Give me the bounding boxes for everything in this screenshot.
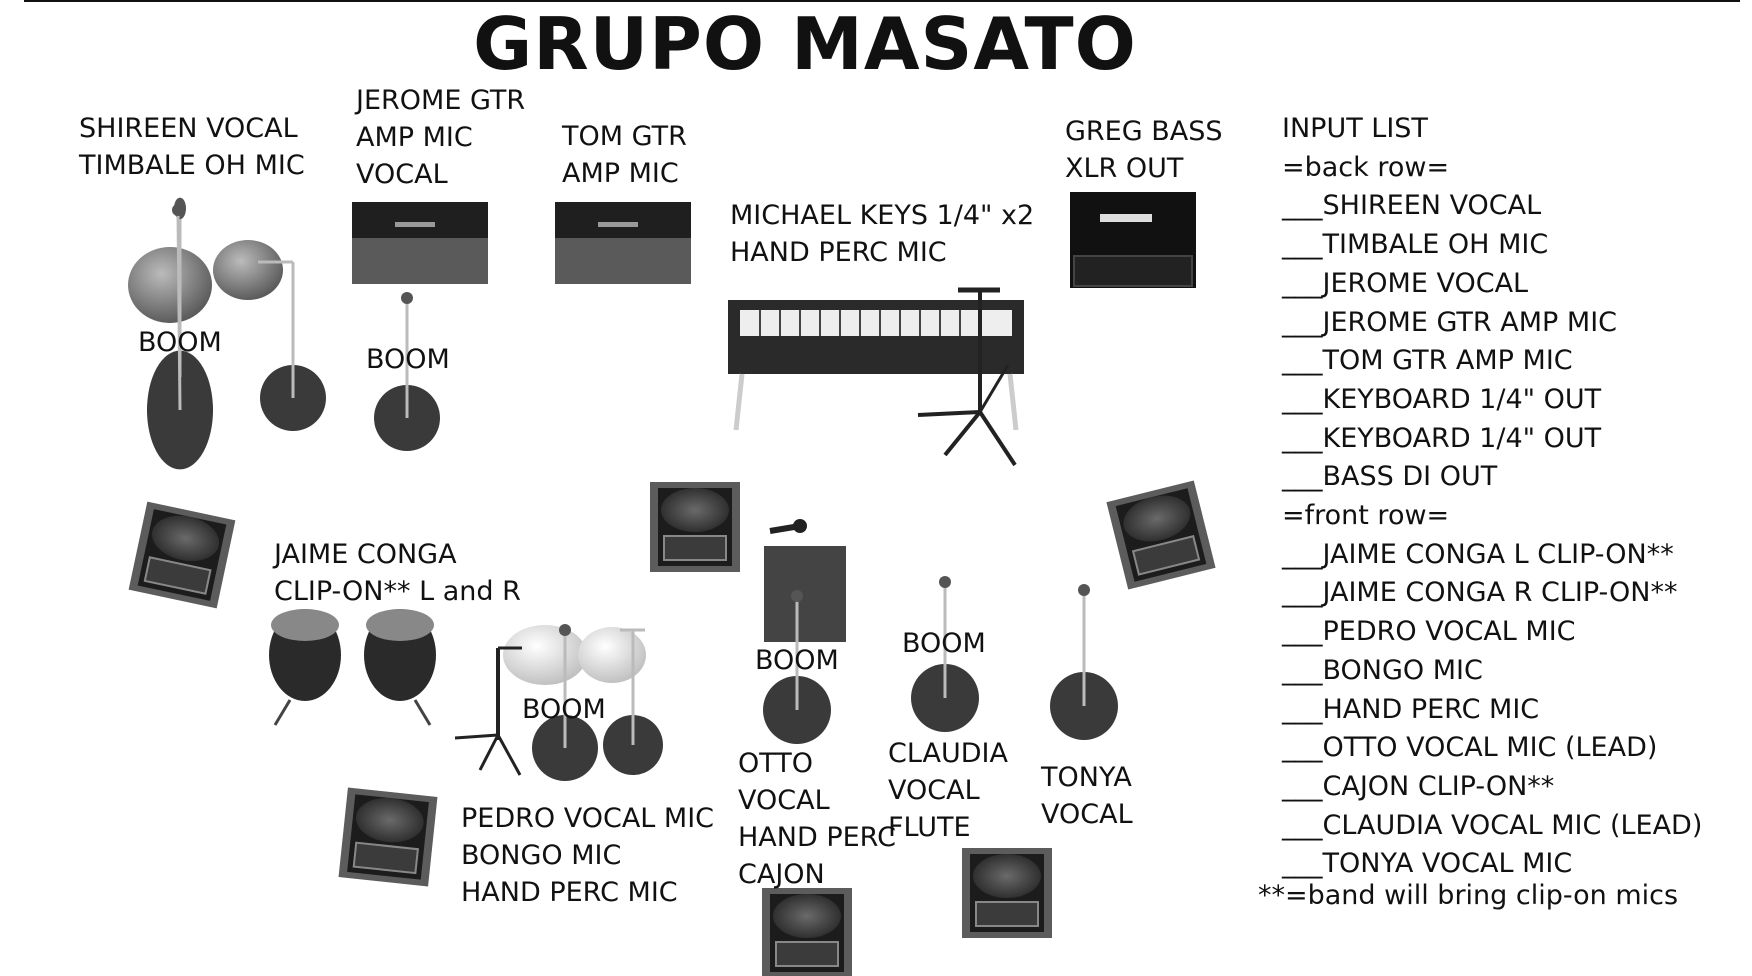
- boom-label: BOOM: [138, 327, 222, 358]
- tom-label: TOM GTR AMP MIC: [562, 121, 687, 189]
- cajon: [764, 519, 846, 642]
- monitor-wedge: [337, 786, 439, 888]
- greg-label: GREG BASS XLR OUT: [1065, 116, 1223, 184]
- claudia-vocal-mic: [911, 576, 979, 732]
- input-list-item: ___PEDRO VOCAL MIC: [1282, 616, 1576, 648]
- input-list-item: ___CAJON CLIP-ON**: [1282, 770, 1555, 802]
- front-row-label: =front row=: [1282, 500, 1450, 532]
- input-list-item: ___JAIME CONGA R CLIP-ON**: [1282, 577, 1678, 609]
- jerome-label: JEROME GTR AMP MIC VOCAL: [356, 85, 526, 190]
- monitor-wedge: [649, 481, 741, 573]
- claudia-label: CLAUDIA VOCAL FLUTE: [888, 738, 1008, 843]
- input-list-item: ___JEROME GTR AMP MIC: [1282, 306, 1618, 338]
- footnote: **=band will bring clip-on mics: [1258, 880, 1679, 911]
- input-list-heading: INPUT LIST: [1282, 113, 1428, 144]
- boom-label: BOOM: [366, 344, 450, 375]
- input-list: INPUT LIST =back row= ___SHIREEN VOCAL _…: [1282, 110, 1702, 884]
- jerome-vocal-mic: [374, 292, 440, 451]
- input-list-item: ___KEYBOARD 1/4" OUT: [1282, 422, 1602, 454]
- input-list-item: ___BONGO MIC: [1282, 654, 1483, 686]
- tonya-vocal-mic: [1050, 584, 1118, 740]
- input-list-item: ___KEYBOARD 1/4" OUT: [1282, 383, 1602, 415]
- input-list-item: ___HAND PERC MIC: [1282, 693, 1540, 725]
- input-list-item: ___TONYA VOCAL MIC: [1282, 848, 1573, 880]
- monitor-wedge: [961, 847, 1053, 939]
- input-list-item: ___JEROME VOCAL: [1282, 267, 1529, 299]
- jerome-amp: [352, 202, 488, 284]
- input-list-item: ___TOM GTR AMP MIC: [1282, 345, 1573, 377]
- page-title: GRUPO MASATO: [473, 2, 1137, 86]
- timbale-oh-mic: [258, 260, 326, 431]
- hand-perc-mic-stand: [917, 287, 1017, 467]
- hand-perc-mic-stand: [454, 646, 522, 776]
- input-list-item: ___TIMBALE OH MIC: [1282, 229, 1549, 261]
- bongos: [503, 625, 646, 685]
- input-list-item: ___BASS DI OUT: [1282, 461, 1498, 493]
- boom-label: BOOM: [755, 645, 839, 676]
- input-list-item: ___SHIREEN VOCAL: [1282, 190, 1542, 222]
- input-list-item: ___OTTO VOCAL MIC (LEAD): [1282, 732, 1658, 764]
- bongo-mic: [603, 628, 663, 775]
- tom-amp: [555, 202, 691, 284]
- back-row-label: =back row=: [1282, 151, 1450, 183]
- top-rule: [24, 0, 1740, 2]
- input-list-item: ___CLAUDIA VOCAL MIC (LEAD): [1282, 809, 1703, 841]
- jaime-label: JAIME CONGA CLIP-ON** L and R: [274, 539, 521, 607]
- input-list-item: ___JAIME CONGA L CLIP-ON**: [1282, 538, 1674, 570]
- pedro-vocal-mic: [532, 624, 598, 781]
- otto-label: OTTO VOCAL HAND PERC CAJON: [738, 748, 896, 890]
- pedro-label: PEDRO VOCAL MIC BONGO MIC HAND PERC MIC: [461, 803, 715, 908]
- monitor-wedge: [127, 500, 237, 610]
- bass-amp: [1070, 192, 1196, 288]
- boom-label: BOOM: [902, 628, 986, 659]
- monitor-wedge: [761, 887, 853, 976]
- boom-label: BOOM: [522, 694, 606, 725]
- michael-label: MICHAEL KEYS 1/4" x2 HAND PERC MIC: [730, 200, 1035, 268]
- otto-vocal-mic: [763, 590, 831, 744]
- congas: [269, 609, 436, 726]
- shireen-label: SHIREEN VOCAL TIMBALE OH MIC: [79, 113, 305, 181]
- timbales: [128, 240, 283, 323]
- tonya-label: TONYA VOCAL: [1041, 762, 1133, 830]
- monitor-wedge: [1105, 479, 1217, 591]
- keyboard: [728, 300, 1024, 431]
